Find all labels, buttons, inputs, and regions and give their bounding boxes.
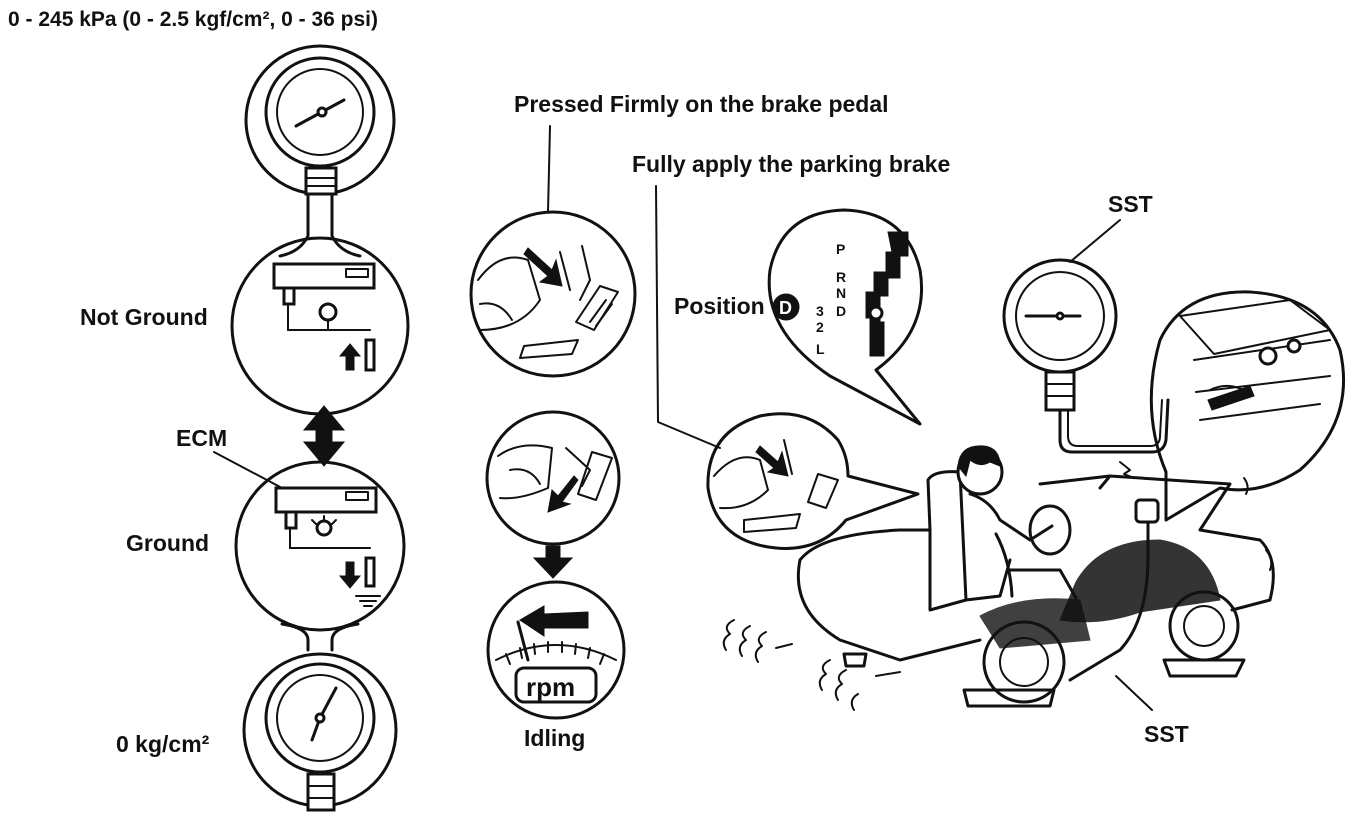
- shift-l: L: [816, 341, 825, 357]
- range-text: 0 - 245 kPa (0 - 2.5 kgf/cm², 0 - 36 psi…: [8, 8, 378, 31]
- bottom-pressure-gauge-icon: [242, 652, 398, 812]
- sst-top-label: SST: [1108, 191, 1153, 217]
- not-ground-label: Not Ground: [80, 304, 208, 330]
- shift-p: P: [836, 241, 845, 257]
- shift-2: 2: [816, 319, 824, 335]
- position-badge: [772, 293, 800, 321]
- car-icon: [722, 461, 1275, 711]
- shift-r: R: [836, 269, 846, 285]
- parking-instruction: Fully apply the parking brake: [632, 151, 950, 177]
- parking-brake-icon: [706, 412, 920, 550]
- brake-instruction: Pressed Firmly on the brake pedal: [514, 91, 889, 117]
- ground-label: Ground: [126, 530, 209, 556]
- driver-icon: [926, 445, 1078, 612]
- ecm-not-ground-icon: [230, 236, 410, 416]
- zero-pressure-label: 0 kg/cm²: [116, 731, 210, 757]
- rpm-label: rpm: [526, 672, 575, 702]
- foot-release-icon: [485, 410, 621, 546]
- position-value: D: [779, 298, 792, 318]
- tachometer-icon: [486, 580, 626, 720]
- sst-bottom-label: SST: [1144, 721, 1189, 747]
- shift-n: N: [836, 285, 846, 301]
- top-pressure-gauge-icon: [244, 44, 396, 196]
- ecm-label: ECM: [176, 425, 227, 451]
- shift-3: 3: [816, 303, 824, 319]
- sst-pressure-gauge-icon: [1002, 258, 1118, 412]
- engine-detail-icon: [1149, 290, 1345, 522]
- shift-d: D: [836, 303, 846, 319]
- position-label: Position: [674, 293, 765, 319]
- brake-pedal-icon: [469, 210, 637, 378]
- shift-gate-icon: [767, 208, 924, 426]
- double-arrow-icon: [302, 405, 346, 467]
- ecm-ground-icon: [234, 460, 406, 632]
- idling-label: Idling: [524, 725, 585, 751]
